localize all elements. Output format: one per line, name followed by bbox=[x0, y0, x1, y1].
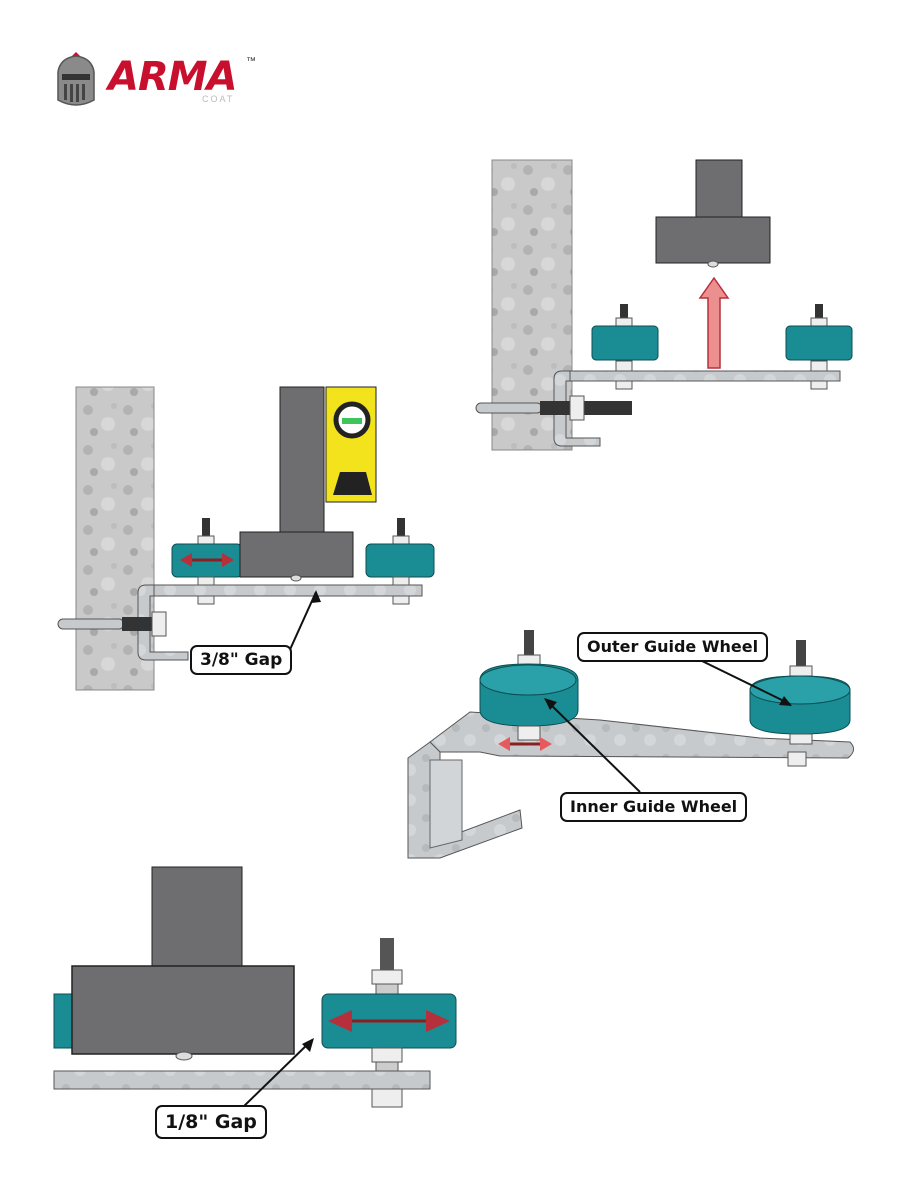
arrow-up-icon bbox=[698, 276, 730, 369]
figure-3-8-gap bbox=[57, 386, 435, 691]
spirit-level bbox=[325, 386, 377, 503]
gate-post bbox=[279, 386, 325, 533]
figure-guide-wheels bbox=[407, 630, 854, 859]
figure-centering bbox=[475, 159, 853, 451]
brand-wordmark: ARMA bbox=[108, 54, 238, 100]
logo: ARMA ™ COAT bbox=[50, 50, 270, 112]
gap-3-8-label: 3/8" Gap bbox=[190, 645, 293, 675]
outer-guide-wheel-label: Outer Guide Wheel bbox=[577, 632, 769, 662]
figure-1-8-gap bbox=[53, 866, 457, 1111]
inner-guide-wheel-label: Inner Guide Wheel bbox=[560, 792, 748, 822]
wheel-right bbox=[365, 543, 435, 578]
knight-helmet-icon bbox=[57, 52, 95, 106]
trademark-mark: ™ bbox=[246, 56, 256, 67]
gate-block bbox=[239, 531, 354, 578]
gap-1-8-label: 1/8" Gap bbox=[155, 1105, 267, 1139]
brand-subtitle: COAT bbox=[202, 94, 235, 104]
bracket-plate bbox=[145, 584, 423, 597]
